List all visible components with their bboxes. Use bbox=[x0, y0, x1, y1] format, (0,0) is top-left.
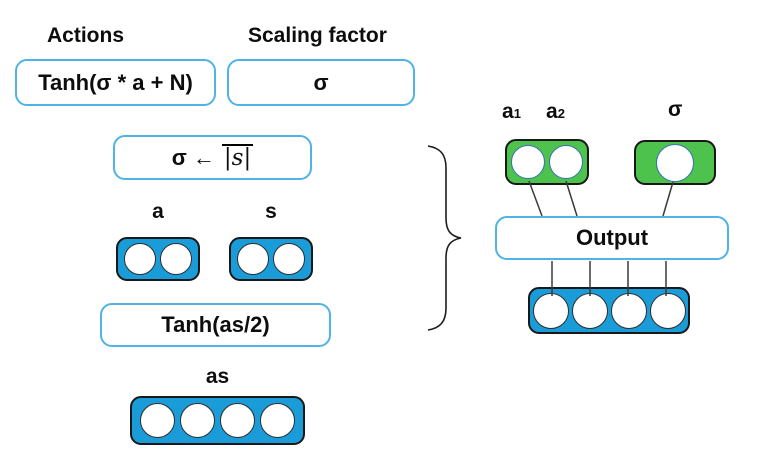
sigma-update-box: σ ← |s| bbox=[113, 135, 312, 180]
connector-a2-output bbox=[565, 180, 578, 217]
output-box-text: Output bbox=[575, 225, 649, 250]
actions-output-node-box bbox=[505, 139, 589, 185]
a2-base: a bbox=[546, 100, 558, 123]
network-output-node-box bbox=[528, 287, 690, 334]
tanh-as-box: Tanh(as/2) bbox=[100, 303, 331, 347]
a2-subscript: 2 bbox=[557, 106, 565, 121]
a2-label: a2 bbox=[546, 100, 565, 124]
unit-circle bbox=[532, 292, 569, 329]
scaling-factor-section-label: Scaling factor bbox=[248, 24, 387, 47]
actions-formula-box: Tanh(σ * a + N) bbox=[15, 59, 216, 106]
a1-label: a1 bbox=[502, 100, 521, 124]
unit-circle bbox=[649, 292, 686, 329]
a1-subscript: 1 bbox=[513, 106, 521, 121]
unit-circle bbox=[260, 403, 295, 438]
unit-circle bbox=[571, 292, 608, 329]
as-node-box bbox=[130, 396, 305, 445]
a-node-box bbox=[116, 237, 200, 281]
mean-abs-s-expression: |s| bbox=[221, 144, 254, 172]
sigma-arrow-text: σ ← bbox=[171, 144, 215, 170]
s-variable: s bbox=[231, 145, 244, 172]
unit-circle bbox=[273, 243, 305, 275]
s-node-box bbox=[229, 237, 313, 281]
actions-formula-text: Tanh(σ * a + N) bbox=[38, 69, 193, 95]
unit-circle bbox=[237, 243, 269, 275]
unit-circle bbox=[511, 145, 545, 179]
a1-base: a bbox=[502, 100, 514, 123]
unit-circle bbox=[140, 403, 175, 438]
actions-section-label: Actions bbox=[47, 24, 125, 47]
as-vector-label: as bbox=[205, 365, 230, 388]
connector-sigma-output bbox=[662, 181, 674, 217]
unit-circle bbox=[610, 292, 647, 329]
unit-circle bbox=[549, 145, 583, 179]
abs-bar-right: | bbox=[243, 145, 252, 172]
s-vector-label: s bbox=[265, 200, 277, 223]
tanh-as-text: Tanh(as/2) bbox=[161, 312, 270, 337]
unit-circle bbox=[160, 243, 192, 275]
scaling-formula-text: σ bbox=[313, 69, 329, 95]
sigma-output-node-box bbox=[634, 140, 716, 185]
curly-brace bbox=[427, 145, 462, 331]
a-vector-label: a bbox=[152, 200, 164, 223]
scaling-formula-box: σ bbox=[227, 59, 415, 106]
unit-circle bbox=[124, 243, 156, 275]
connector-a1-output bbox=[528, 180, 543, 217]
output-box: Output bbox=[495, 216, 729, 260]
unit-circle bbox=[656, 143, 694, 182]
unit-circle bbox=[180, 403, 215, 438]
unit-circle bbox=[220, 403, 255, 438]
abs-bar-left: | bbox=[223, 145, 232, 172]
sigma-output-label: σ bbox=[668, 98, 683, 121]
